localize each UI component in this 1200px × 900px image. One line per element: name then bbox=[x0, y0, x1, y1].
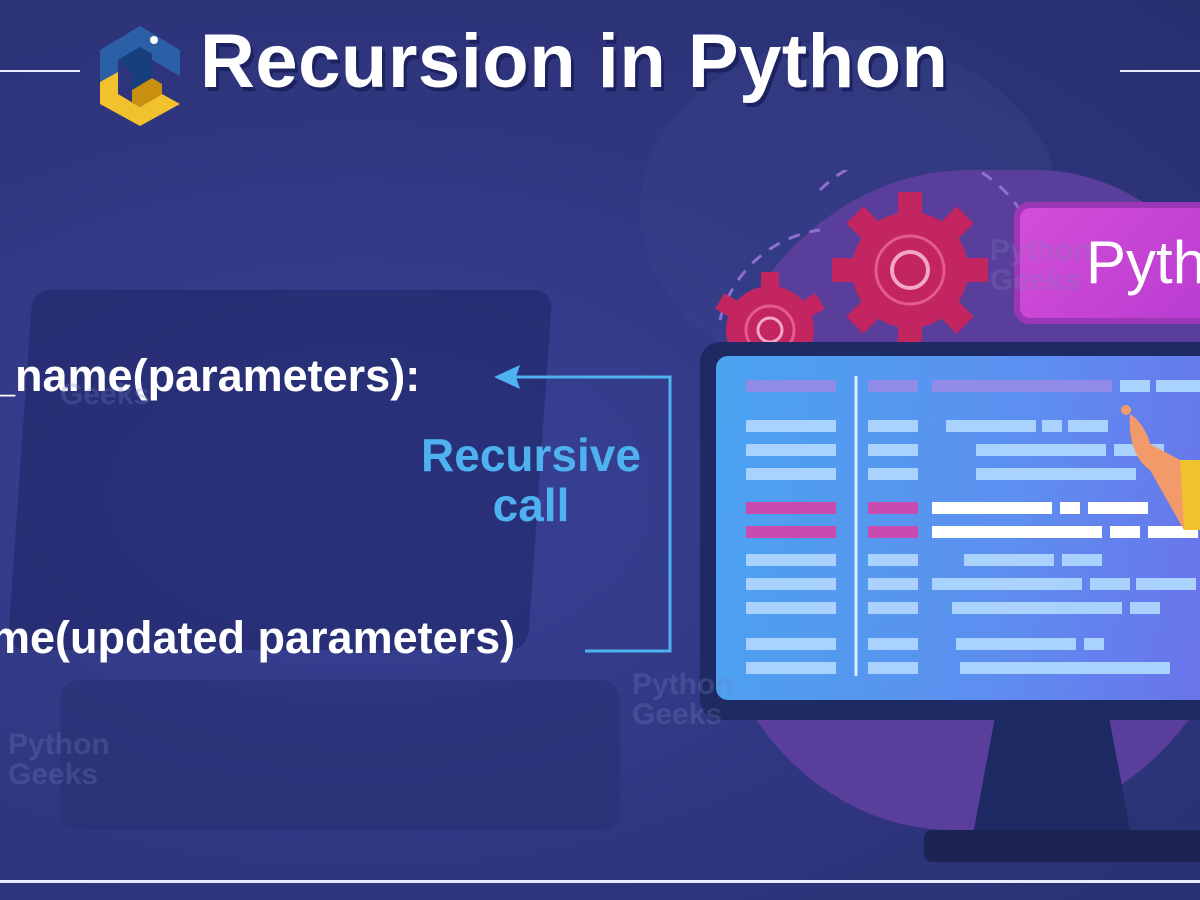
watermark-line-1: Python bbox=[990, 234, 1092, 267]
watermark: Geeks bbox=[60, 380, 150, 410]
monitor-base bbox=[924, 830, 1200, 862]
code-screen-lines bbox=[746, 376, 1200, 676]
recursive-call-arrow bbox=[494, 365, 672, 653]
code-function-definition: _name(parameters): bbox=[0, 350, 421, 401]
watermark-line-2: Geeks bbox=[60, 378, 151, 411]
bottom-divider bbox=[0, 880, 1200, 883]
pointing-hand-icon bbox=[1121, 405, 1200, 530]
code-recursive-call: me(updated parameters) bbox=[0, 612, 516, 663]
watermark: Python Geeks bbox=[8, 730, 110, 790]
recursive-label-line-1: Recursive bbox=[421, 429, 641, 481]
monitor-screen bbox=[716, 356, 1200, 700]
recursive-call-label: Recursive call bbox=[396, 430, 666, 530]
python-tag bbox=[1014, 202, 1200, 324]
watermark-line-2: Geeks bbox=[990, 264, 1081, 297]
watermark-line-2: Geeks bbox=[632, 698, 723, 731]
monitor-stand bbox=[972, 720, 1132, 840]
recursive-label-line-2: call bbox=[492, 479, 570, 531]
background-keyboard-shape bbox=[60, 680, 620, 830]
watermark-line-1: Python bbox=[8, 728, 110, 761]
watermark: Python Geeks bbox=[990, 236, 1092, 296]
title-divider-right bbox=[1120, 70, 1200, 72]
title-divider-left bbox=[0, 70, 80, 72]
watermark-line-1: Python bbox=[632, 668, 734, 701]
watermark: Python Geeks bbox=[632, 670, 734, 730]
gear-icon bbox=[715, 170, 1022, 370]
page-title: Recursion in Python bbox=[200, 19, 949, 104]
python-tag-label: Pyth bbox=[1086, 229, 1200, 296]
watermark-line-2: Geeks bbox=[8, 758, 99, 791]
python-geeks-logo-icon bbox=[100, 26, 180, 126]
